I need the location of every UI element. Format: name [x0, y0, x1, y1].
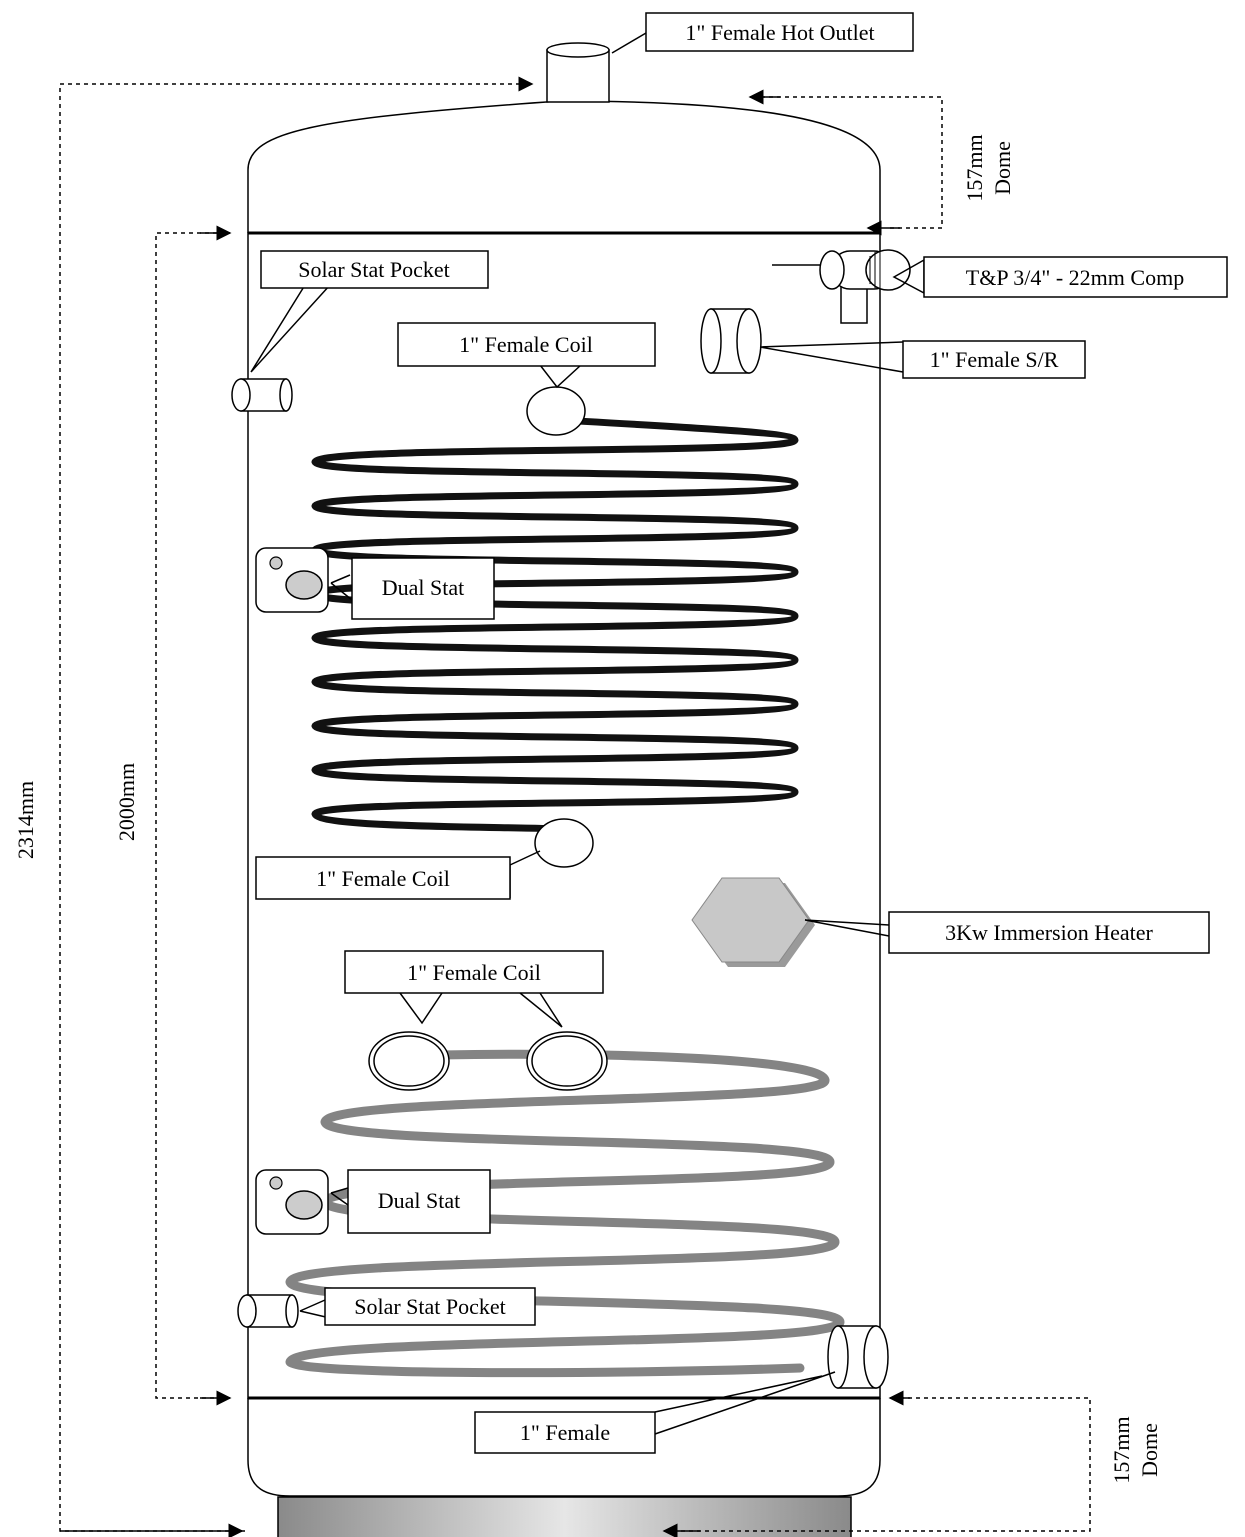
svg-text:3Kw Immersion Heater: 3Kw Immersion Heater: [945, 920, 1153, 945]
svg-text:Dual Stat: Dual Stat: [382, 575, 465, 600]
solar-stat-pocket-top-icon: [231, 378, 293, 412]
label-tp-valve: T&P 3/4" - 22mm Comp: [923, 256, 1228, 298]
immersion-heater-icon: [691, 877, 815, 967]
coil-lower-left-connection-icon: [368, 1031, 450, 1091]
svg-text:1" Female: 1" Female: [520, 1420, 610, 1445]
label-immersion: 3Kw Immersion Heater: [888, 911, 1210, 954]
coil-lower-right-connection-icon: [526, 1031, 608, 1091]
body-height-label: 2000mm: [114, 763, 139, 841]
label-dual-stat-bottom: Dual Stat: [347, 1169, 491, 1234]
label-sr: 1" Female S/R: [902, 340, 1086, 379]
label-hot-outlet: 1" Female Hot Outlet: [645, 12, 914, 52]
svg-text:1" Female Coil: 1" Female Coil: [316, 866, 450, 891]
bottom-dome-value: 157mm: [1109, 1416, 1134, 1483]
total-height-label: 2314mm: [13, 781, 38, 859]
label-coil-lower: 1" Female Coil: [344, 950, 604, 994]
svg-text:Solar Stat Pocket: Solar Stat Pocket: [298, 257, 450, 282]
solar-stat-pocket-bottom-icon: [237, 1294, 299, 1328]
label-solar-stat-pocket-top: Solar Stat Pocket: [260, 250, 489, 289]
dual-stat-bottom-icon: [255, 1169, 329, 1235]
label-solar-stat-pocket-bottom: Solar Stat Pocket: [324, 1287, 536, 1326]
top-dome-word: Dome: [990, 141, 1015, 195]
dimension-total: 2314mm: [13, 76, 534, 1537]
dimension-body: 2000mm: [114, 225, 232, 1406]
svg-text:1" Female S/R: 1" Female S/R: [930, 347, 1059, 372]
svg-text:1" Female Hot Outlet: 1" Female Hot Outlet: [685, 20, 874, 45]
label-coil-mid: 1" Female Coil: [255, 856, 511, 900]
upper-coil: [311, 416, 799, 834]
dual-stat-top-icon: [255, 547, 329, 613]
sr-socket-icon: [700, 308, 762, 374]
dimension-bottom-dome: 157mm Dome: [662, 1390, 1162, 1537]
label-female-bottom: 1" Female: [474, 1411, 656, 1454]
svg-text:1" Female Coil: 1" Female Coil: [459, 332, 593, 357]
coil-mid-connection-icon: [534, 818, 594, 868]
svg-text:T&P 3/4" - 22mm Comp: T&P 3/4" - 22mm Comp: [966, 265, 1184, 290]
dimension-top-dome: 157mm Dome: [748, 89, 1015, 236]
bottom-dome-word: Dome: [1137, 1423, 1162, 1477]
svg-text:Dual Stat: Dual Stat: [378, 1188, 461, 1213]
label-dual-stat-top: Dual Stat: [351, 557, 495, 620]
cylinder-base: [277, 1496, 852, 1537]
coil-top-connection-icon: [526, 386, 586, 436]
tp-valve-icon: [772, 249, 911, 324]
svg-text:Solar Stat Pocket: Solar Stat Pocket: [354, 1294, 506, 1319]
bottom-socket-icon: [827, 1325, 889, 1389]
lower-coil: [285, 1049, 845, 1378]
label-coil-top: 1" Female Coil: [397, 322, 656, 367]
top-dome-value: 157mm: [962, 134, 987, 201]
hot-outlet-pipe: [546, 42, 610, 103]
svg-text:1" Female Coil: 1" Female Coil: [407, 960, 541, 985]
